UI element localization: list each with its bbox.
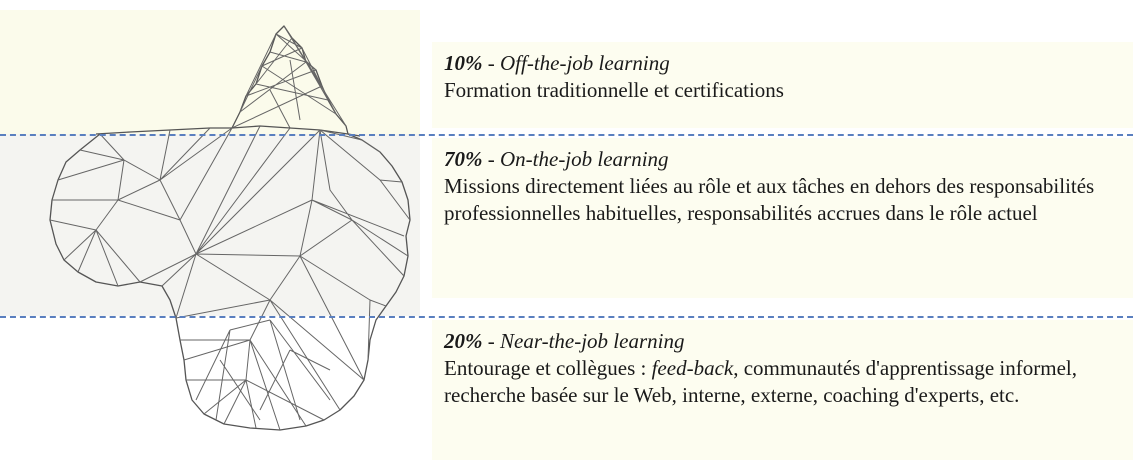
section-title: 10% - Off-the-job learning [444, 51, 670, 75]
iceberg-illustration [49, 25, 411, 431]
section-on-the-job: 70% - On-the-job learning Missions direc… [432, 138, 1133, 298]
section-title: 20% - Near-the-job learning [444, 329, 685, 353]
depth-divider [0, 316, 1133, 318]
section-description: Formation traditionnelle et certificatio… [444, 78, 784, 102]
section-description: Missions directement liées au rôle et au… [444, 174, 1095, 225]
section-title: 70% - On-the-job learning [444, 147, 669, 171]
section-description: Entourage et collègues : feed-back, comm… [444, 356, 1077, 407]
section-heading: On-the-job learning [500, 147, 669, 171]
section-heading: Off-the-job learning [500, 51, 670, 75]
section-percent: 10% [444, 51, 483, 75]
waterline-divider [0, 134, 1133, 136]
background-above-water [0, 10, 420, 134]
section-percent: 70% [444, 147, 483, 171]
section-heading: Near-the-job learning [500, 329, 685, 353]
section-near-the-job: 20% - Near-the-job learning Entourage et… [432, 320, 1133, 460]
section-percent: 20% [444, 329, 483, 353]
section-off-the-job: 10% - Off-the-job learning Formation tra… [432, 42, 1133, 128]
